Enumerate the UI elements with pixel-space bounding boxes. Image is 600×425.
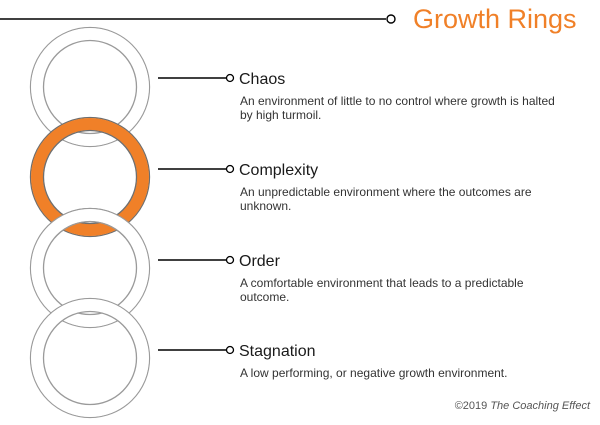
ring-description-chaos: An environment of little to no control w… bbox=[240, 94, 555, 122]
ring-label-chaos: Chaos bbox=[239, 71, 286, 88]
ring-label-complexity: Complexity bbox=[239, 162, 319, 179]
ring-description-stagnation: A low performing, or negative growth env… bbox=[240, 366, 508, 380]
ring-chaos bbox=[29, 26, 151, 148]
ring-stagnation bbox=[29, 297, 151, 419]
ring-outer-edge bbox=[29, 116, 151, 238]
connector-dot-complexity bbox=[225, 164, 235, 174]
ring-inner-edge bbox=[42, 310, 138, 406]
connector-dot-stagnation bbox=[225, 345, 235, 355]
copyright-year: ©2019 bbox=[454, 400, 488, 412]
ring-description-order: A comfortable environment that leads to … bbox=[240, 276, 524, 304]
ring-inner-edge bbox=[42, 39, 138, 135]
ring-inner-edge bbox=[42, 129, 138, 225]
connector-dot-order bbox=[225, 255, 235, 265]
ring-description-complexity: An unpredictable environment where the o… bbox=[240, 185, 532, 213]
diagram-title: Growth Rings bbox=[413, 4, 577, 34]
title-rule-dot bbox=[386, 14, 396, 24]
ring-outer-edge bbox=[29, 297, 151, 419]
ring-label-stagnation: Stagnation bbox=[239, 343, 316, 360]
ring-band bbox=[31, 299, 149, 417]
ring-label-order: Order bbox=[239, 253, 280, 270]
ring-band bbox=[39, 209, 141, 239]
ring-band bbox=[31, 28, 149, 146]
copyright-notice: ©2019 The Coaching Effect bbox=[455, 400, 590, 412]
connector-dot-chaos bbox=[225, 73, 235, 83]
ring-inner-edge bbox=[53, 220, 127, 239]
ring-outer-edge bbox=[29, 26, 151, 148]
ring-band bbox=[31, 118, 149, 236]
ring-order-overlap bbox=[37, 207, 143, 239]
ring-complexity bbox=[29, 116, 151, 238]
copyright-owner: The Coaching Effect bbox=[490, 400, 590, 412]
ring-outer-edge bbox=[37, 207, 143, 239]
